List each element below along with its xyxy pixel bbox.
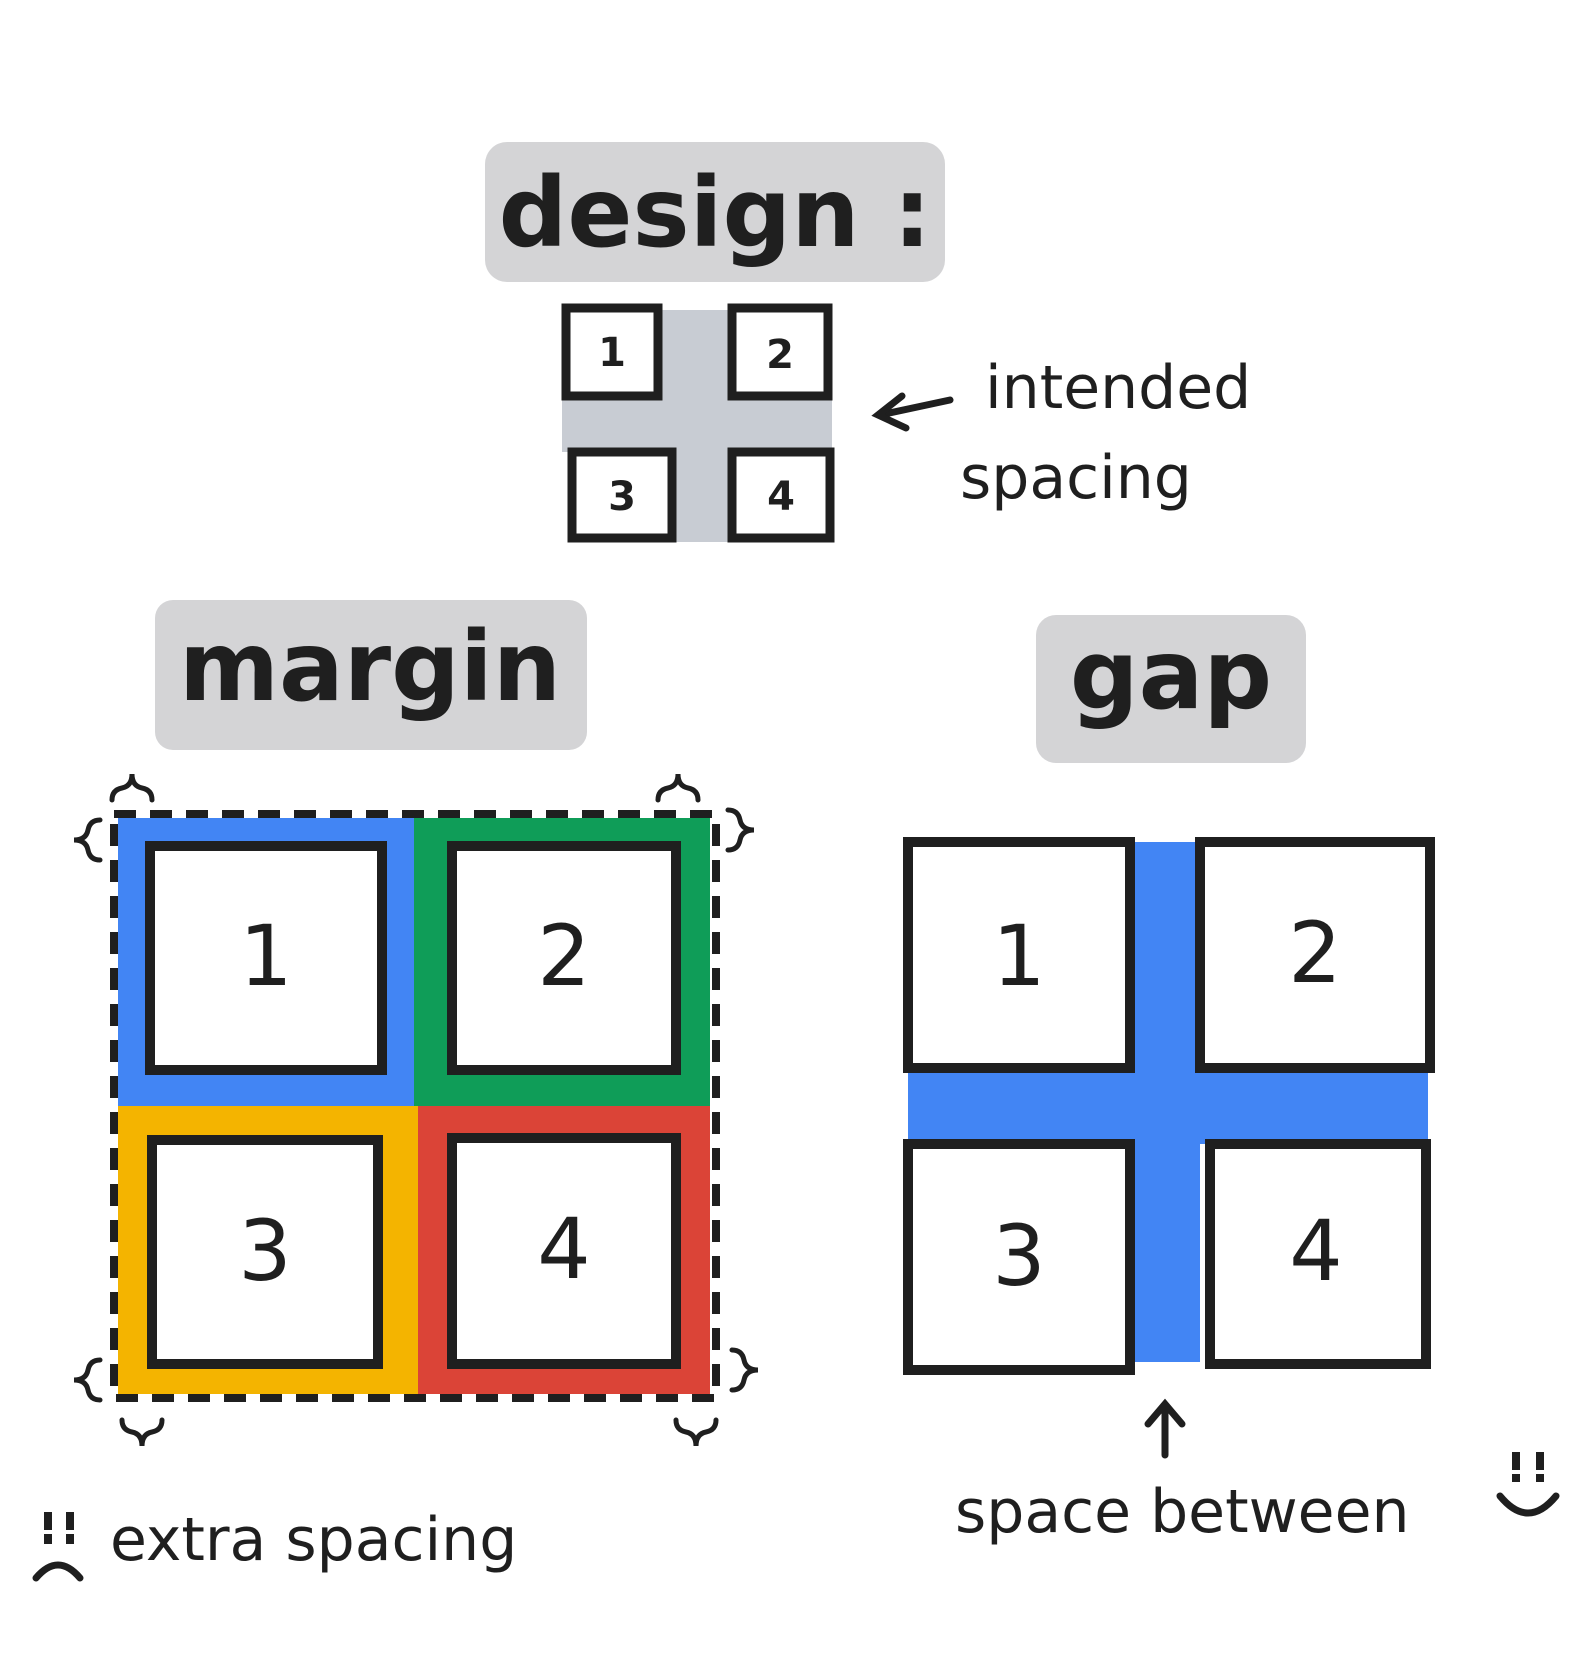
- design-arrow: [871, 392, 954, 432]
- design-annotation-line1: intended: [985, 353, 1251, 423]
- gap-cell-2-label: 2: [1288, 904, 1341, 1002]
- margin-title: margin: [179, 611, 561, 723]
- margin-cell-4: [447, 1133, 681, 1369]
- margin-cell-1-label: 1: [239, 907, 292, 1005]
- gap-cell-4-label: 4: [1289, 1202, 1342, 1300]
- design-cell-3: [567, 447, 677, 543]
- gap-cell-2: [1195, 837, 1435, 1073]
- margin-section: margin 1 2 3 4: [32, 600, 759, 1582]
- margin-dashed-boundary: [110, 810, 720, 1402]
- gap-cell-4: [1205, 1139, 1431, 1369]
- gap-up-arrow: [1144, 1398, 1186, 1459]
- gap-cell-3-label: 3: [992, 1207, 1045, 1305]
- design-cell-3-label: 3: [608, 474, 636, 520]
- design-grid: 1 2 3 4: [561, 303, 835, 543]
- gap-caption: space between: [955, 1477, 1410, 1547]
- gap-cell-1: [903, 837, 1135, 1073]
- design-title-background: [485, 142, 945, 282]
- margin-title-background: [155, 600, 587, 750]
- gap-title: gap: [1070, 619, 1272, 731]
- design-annotation-line2: spacing: [960, 443, 1192, 513]
- design-gap-horizontal: [562, 398, 832, 452]
- design-cell-2: [727, 303, 833, 401]
- design-cell-4: [727, 447, 835, 543]
- margin-cell-4-label: 4: [537, 1200, 590, 1298]
- margin-corner-marks: [73, 773, 759, 1447]
- design-section: design : 1 2 3 4 intended spacing: [485, 142, 1251, 543]
- gap-cell-3: [903, 1139, 1135, 1375]
- margin-cell-3-label: 3: [238, 1202, 291, 1300]
- margin-cell-1: [145, 841, 387, 1075]
- margin-cell-3: [147, 1135, 383, 1369]
- design-title: design :: [499, 157, 932, 269]
- design-cell-4-label: 4: [767, 474, 795, 520]
- margin-cell-2-label: 2: [537, 907, 590, 1005]
- design-cell-1-label: 1: [598, 330, 626, 376]
- gap-section: gap 1 2 3 4 space between: [903, 615, 1560, 1547]
- sad-face-icon: [32, 1512, 84, 1582]
- gap-space-horizontal: [908, 1068, 1428, 1144]
- margin-cell-2: [447, 841, 681, 1075]
- design-cell-1: [561, 303, 663, 401]
- gap-cell-1-label: 1: [992, 907, 1045, 1005]
- margin-caption: extra spacing: [110, 1505, 517, 1575]
- design-cell-2-label: 2: [766, 332, 794, 378]
- happy-face-icon: [1496, 1452, 1560, 1517]
- gap-title-background: [1036, 615, 1306, 763]
